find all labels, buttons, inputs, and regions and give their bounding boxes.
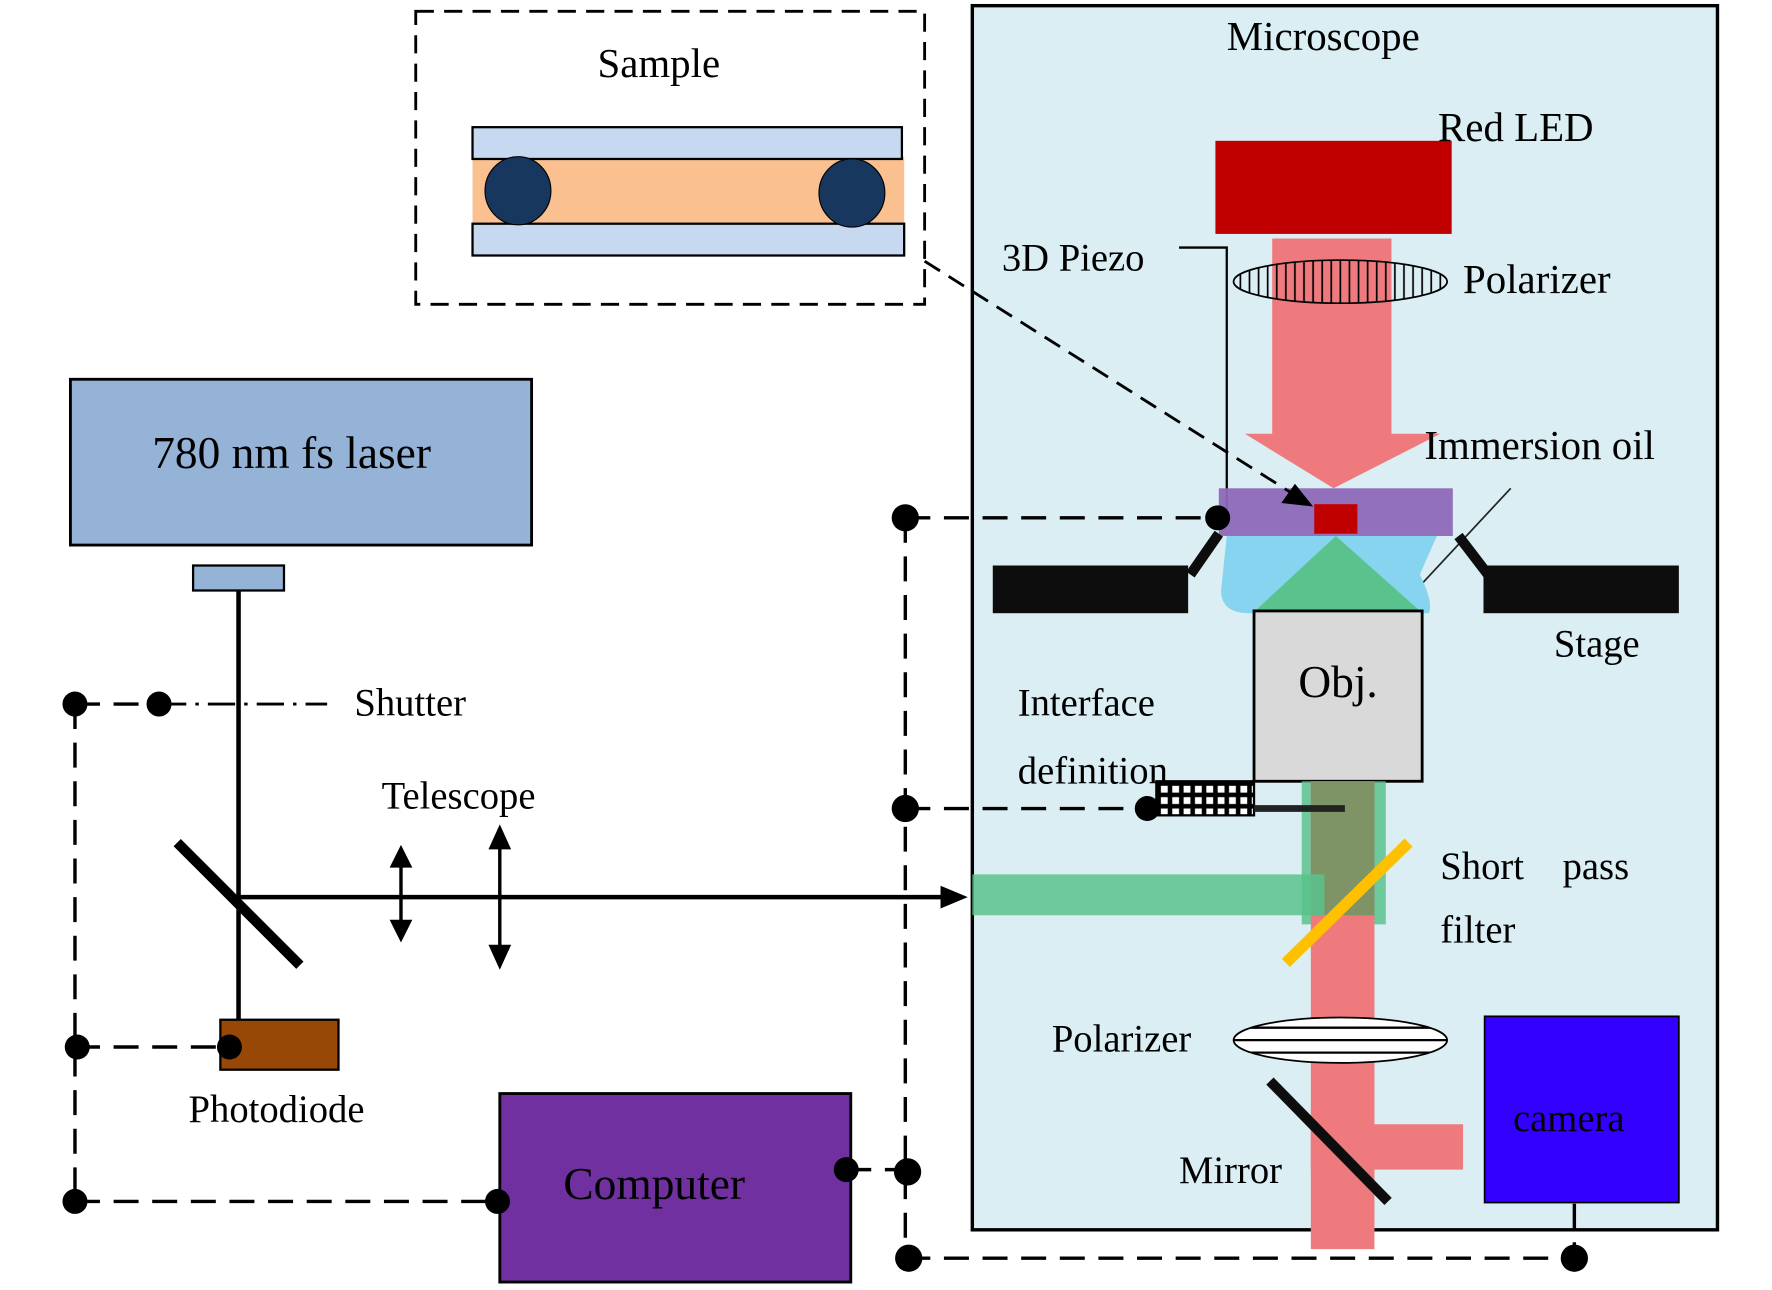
- red-led-label: Red LED: [1438, 105, 1594, 150]
- sample-label: Sample: [597, 41, 720, 86]
- stage-label: Stage: [1554, 623, 1640, 665]
- interface-label-line2: definition: [1018, 751, 1168, 793]
- sample-spot: [1314, 504, 1358, 534]
- piezo-label: 3D Piezo: [1002, 237, 1145, 279]
- piezo-leader-line: [1179, 246, 1228, 518]
- fs-laser: [69, 377, 534, 547]
- green-beam-horizontal: [972, 874, 1325, 916]
- mirror-label: Mirror: [1179, 1150, 1282, 1192]
- sample-pointer-line: [923, 259, 1296, 497]
- sample-inset: [414, 9, 927, 306]
- red-led: [1215, 140, 1452, 234]
- microscope-label: Microscope: [1227, 14, 1420, 59]
- computer-label: Computer: [563, 1159, 745, 1209]
- camera: [1483, 1015, 1680, 1204]
- telescope-lens-2: [488, 824, 512, 970]
- polarizer-top-label: Polarizer: [1463, 257, 1611, 302]
- spacer-bead-right: [818, 158, 886, 228]
- mirror: [1266, 1077, 1392, 1206]
- laser-beam-arrowhead: [940, 885, 968, 909]
- shutter-label: Shutter: [354, 682, 466, 724]
- laser-aperture: [191, 564, 286, 592]
- stage: [992, 530, 1679, 614]
- photodiode-label: Photodiode: [189, 1089, 365, 1131]
- computer: [498, 1092, 853, 1284]
- top-glass: [471, 126, 904, 161]
- spacer-bead-left: [484, 156, 552, 226]
- short-pass-filter: [1281, 838, 1413, 968]
- polarizer-bottom: [1232, 1016, 1448, 1064]
- telescope-label: Telescope: [382, 776, 536, 818]
- focus-cone: [1255, 535, 1420, 611]
- filter-label-line1: Short pass: [1440, 846, 1629, 888]
- filter-label-line2: filter: [1440, 910, 1515, 952]
- interface-label-line1: Interface: [1018, 682, 1155, 724]
- control-wiring: [73, 516, 1577, 1260]
- camera-label: camera: [1513, 1098, 1624, 1140]
- sample-pointer-arrowhead: [1281, 483, 1314, 507]
- interface-sensor: [1155, 780, 1256, 817]
- polarizer-top: [1232, 259, 1448, 305]
- immersion-oil-label: Immersion oil: [1424, 423, 1655, 468]
- objective-label: Obj.: [1298, 657, 1377, 707]
- fs-laser-label: 780 nm fs laser: [152, 428, 431, 478]
- polarizer-bottom-label: Polarizer: [1052, 1019, 1192, 1061]
- connection-dots: [62, 504, 1588, 1272]
- telescope-lens-1: [389, 844, 413, 943]
- beam-splitter: [173, 838, 304, 969]
- bottom-glass: [471, 222, 906, 257]
